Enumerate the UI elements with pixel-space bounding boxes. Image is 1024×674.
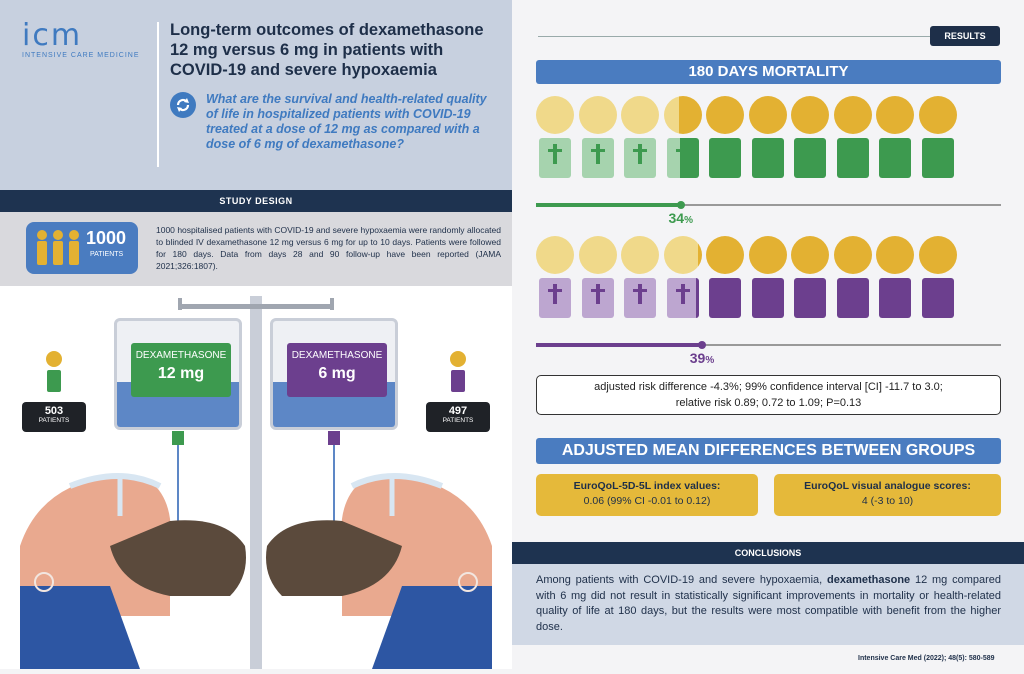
person-icon [876,236,914,318]
header-divider [157,22,159,167]
eq5d-title: EuroQoL-5D-5L index values: [573,480,721,492]
drug-name: DEXAMETHASONE [291,350,383,361]
arm-patients-count: 503 [44,405,64,417]
vas-title: EuroQoL visual analogue scores: [804,480,971,492]
patients-box [26,222,138,274]
iv-bag-12mg: DEXAMETHASONE 12 mg [114,318,242,430]
vas-box: EuroQoL visual analogue scores: 4 (-3 to… [774,474,1001,516]
amd-header: ADJUSTED MEAN DIFFERENCES BETWEEN GROUPS [536,438,1001,464]
person-icon [791,236,829,318]
refresh-icon [170,92,196,118]
conclusions-text-pre: Among patients with COVID-19 and severe … [536,574,828,586]
iv-illustration [20,296,492,669]
arm-patients-label: PATIENTS [38,417,70,424]
person-icon [748,236,787,318]
page-title: Long-term outcomes of dexamethasone 12 m… [170,21,484,79]
study-design-header: STUDY DESIGN [0,190,512,212]
person-icon [621,96,659,178]
drug-dose: 12 mg [157,365,205,382]
mortality-fill [536,343,702,347]
vas-value: 4 (-3 to 10) [861,495,914,507]
eq5d-box: EuroQoL-5D-5L index values: 0.06 (99% CI… [536,474,758,516]
header-panel [0,0,512,190]
person-icon [833,96,872,178]
mortality-group-6mg: 39% [536,236,1001,366]
patients-count: 1000 [86,228,127,248]
mortality-header: 180 DAYS MORTALITY [536,60,1001,84]
conclusions-text: Among patients with COVID-19 and severe … [536,573,1001,635]
arm-patients-label: PATIENTS [442,417,474,424]
logo-subtitle: INTENSIVE CARE MEDICINE [22,52,140,59]
risk-difference-box: adjusted risk difference -4.3%; 99% conf… [536,375,1001,415]
mortality-marker [697,341,706,349]
risk-difference-line-2: relative risk 0.89; 0.72 to 1.09; P=0.13 [675,397,862,409]
person-icon [578,96,617,178]
person-icon [536,236,574,318]
bag-label-6mg: DEXAMETHASONE 6 mg [287,343,387,397]
drug-dose: 6 mg [318,365,356,382]
mortality-fill [536,203,681,207]
risk-difference-line-1: adjusted risk difference -4.3%; 99% conf… [594,381,943,393]
eq5d-value: 0.06 (99% CI -0.01 to 0.12) [583,495,711,507]
results-divider [538,36,930,37]
study-design-text: 1000 hospitalised patients with COVID-19… [156,225,501,271]
drug-name: DEXAMETHASONE [135,350,227,361]
person-icon [918,96,957,178]
mortality-marker [676,201,685,209]
person-icon [663,96,702,178]
logo-mark: icm [22,18,83,53]
arm-patients-count: 497 [448,405,468,417]
conclusions-text-post: 12 mg compared with 6 mg did not result … [536,574,1001,633]
conclusions-text-bold: dexamethasone [827,574,911,586]
arm-6mg-patients-badge: 497 PATIENTS [426,402,490,432]
person-icon [876,96,914,178]
conclusions-header: CONCLUSIONS [512,542,1024,564]
iv-bag-6mg: DEXAMETHASONE 6 mg [270,318,398,430]
illustration-panel [0,286,512,669]
mortality-percent: 39% [689,350,715,366]
person-icon [536,96,574,178]
patients-group-icon [37,230,79,265]
person-icon [578,236,617,318]
mortality-percent: 34% [668,210,693,226]
person-icon [706,96,744,178]
mortality-track [536,204,1001,206]
person-icon [918,236,957,318]
person-icon [833,236,872,318]
mortality-track [536,344,1001,346]
arm-12mg-patients-badge: 503 PATIENTS [22,402,86,432]
person-icon [663,236,702,318]
bag-label-12mg: DEXAMETHASONE 12 mg [131,343,231,397]
results-tag: RESULTS [930,26,1000,46]
person-icon [791,96,829,178]
citation: Intensive Care Med (2022); 48(5): 580-58… [858,655,995,662]
patients-label: PATIENTS [90,251,124,258]
journal-logo: icm INTENSIVE CARE MEDICINE [22,18,140,60]
mortality-group-12mg: 34% [536,96,1001,226]
person-icon [621,236,659,318]
research-question: What are the survival and health-related… [206,92,487,151]
person-icon [706,236,744,318]
person-icon [748,96,787,178]
